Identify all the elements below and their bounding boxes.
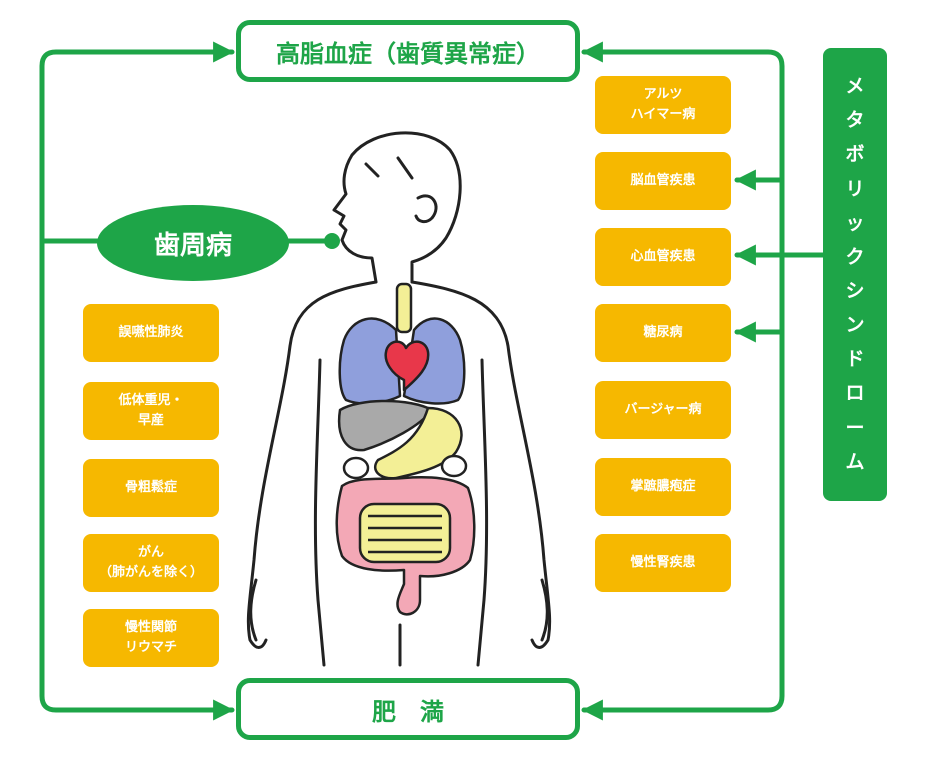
right-loop-to-bottom (581, 89, 785, 721)
right-item-chronic-kidney: 慢性腎疾患 (595, 534, 731, 592)
right-loop-to-top (581, 41, 785, 95)
kidney-right (440, 454, 468, 478)
right-item-diabetes: 糖尿病 (595, 304, 731, 362)
right-shoulder-arm (410, 280, 552, 649)
right-lung (402, 317, 466, 405)
metabolic-syndrome-label: メタボリックシンドローム (823, 48, 887, 501)
small-intestine (358, 502, 452, 564)
left-item-osteoporosis: 骨粗鬆症 (83, 459, 219, 517)
metabolic-syndrome-char: タ (845, 109, 865, 132)
left-item-rheumatoid-arthritis: 慢性関節 リウマチ (83, 609, 219, 667)
metabolic-syndrome-char: ド (845, 348, 865, 371)
heart (384, 340, 430, 392)
left-loop-to-top (39, 41, 235, 248)
right-item-cerebrovascular: 脳血管疾患 (595, 152, 731, 210)
metabolic-syndrome-char: シ (845, 279, 865, 302)
metabolic-syndrome-char: ボ (845, 143, 865, 166)
right-item-alzheimers: アルツ ハイマー病 (595, 76, 731, 134)
metabolic-syndrome-char: ロ (845, 382, 865, 405)
left-item-low-birth-weight: 低体重児・ 早産 (83, 382, 219, 440)
connector-lines (39, 41, 828, 721)
kidney-left (342, 456, 370, 480)
small-intestine-folds (368, 514, 442, 554)
obesity-box: 肥 満 (236, 678, 580, 740)
metabolic-syndrome-char: リ (845, 177, 865, 200)
left-torso (313, 358, 326, 667)
human-figure (246, 131, 552, 667)
metabolic-syndrome-char: ク (845, 245, 865, 268)
right-hand (540, 578, 549, 642)
hyperlipidemia-box: 高脂血症（歯質異常症） (236, 20, 580, 82)
metabolic-syndrome-char: メ (845, 75, 865, 98)
metabolic-syndrome-char: ム (845, 450, 865, 473)
left-hand (249, 578, 258, 642)
right-item-pustulosis: 掌蹠膿疱症 (595, 458, 731, 516)
left-loop-to-bottom (39, 242, 235, 721)
left-item-cancer: がん （肺がんを除く） (83, 534, 219, 592)
organs (335, 282, 476, 616)
right-torso (476, 358, 489, 667)
trachea (395, 282, 413, 334)
left-shoulder-arm (246, 280, 378, 649)
eyebrow-2 (396, 156, 414, 180)
metabolic-syndrome-char: ー (845, 416, 865, 439)
head (332, 131, 462, 284)
periodontal-disease-oval: 歯周病 (97, 205, 289, 281)
mouth-dot (324, 233, 340, 249)
liver (337, 399, 434, 452)
ear (414, 194, 438, 224)
left-item-aspiration-pneumonia: 誤嚥性肺炎 (83, 304, 219, 362)
metabolic-syndrome-char: ッ (845, 211, 865, 234)
eyebrow-1 (364, 162, 380, 178)
right-item-cardiovascular: 心血管疾患 (595, 228, 731, 286)
right-item-buerger: バージャー病 (595, 381, 731, 439)
metabolic-syndrome-char: ン (845, 314, 865, 337)
